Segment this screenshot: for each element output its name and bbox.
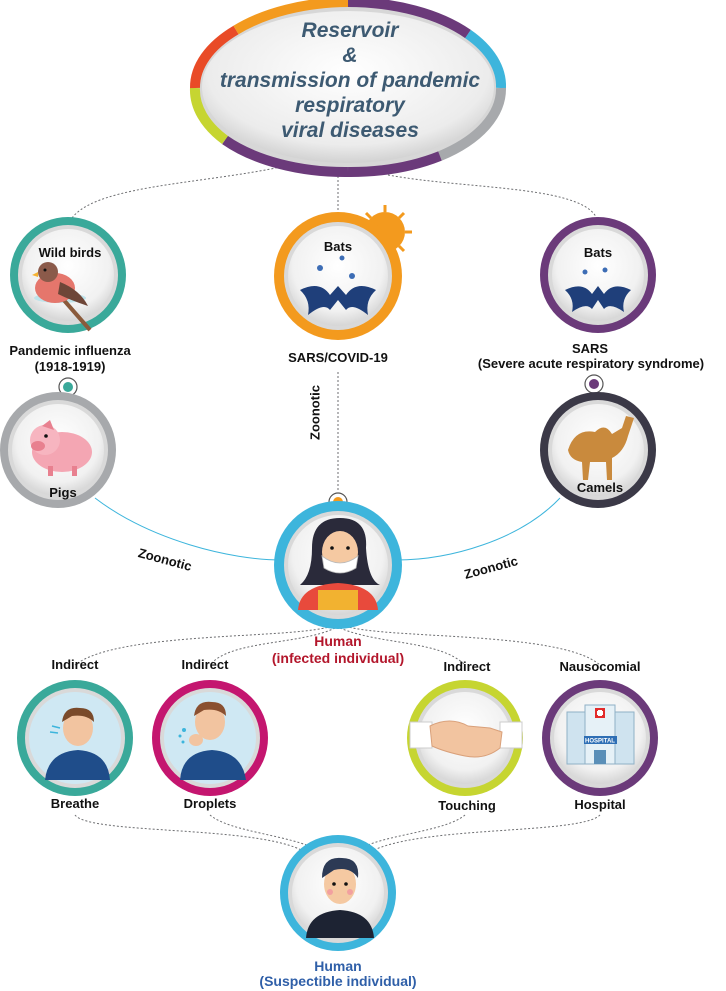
zoonotic-curve-left (94, 497, 283, 561)
label-route-droplets: Indirect (181, 657, 229, 672)
pig-icon (30, 420, 92, 476)
connectors (67, 165, 601, 853)
connector-human-indirect2 (209, 627, 336, 666)
title-line-2: & (342, 44, 358, 67)
coughing-man-icon (178, 701, 246, 780)
zoonotic-curve-right (395, 497, 561, 561)
connector-breathe-suspect (74, 814, 306, 853)
label-bats-right: Bats (583, 245, 613, 260)
bat-icon-right (565, 267, 631, 312)
breathing-man-icon (45, 707, 110, 780)
connector-hospital-suspect (369, 814, 601, 853)
bats-center-node (274, 205, 412, 340)
hospital-icon: HOSPITAL (566, 704, 635, 765)
hospital-node: HOSPITAL (542, 680, 658, 796)
title-ellipse (189, 0, 507, 178)
diagram-title: Reservoir & transmission of pandemic res… (205, 18, 495, 143)
droplets-node (152, 680, 268, 796)
pigs-node (0, 392, 116, 508)
connector-title-wildbirds (67, 165, 286, 227)
label-zoonotic-vertical: Zoonotic (307, 385, 323, 440)
label-camels: Camels (576, 480, 624, 495)
label-sars-covid: SARS/COVID-19 (288, 350, 388, 365)
connector-droplets-suspect (209, 814, 319, 851)
label-mode-hospital: Hospital (574, 797, 626, 812)
touching-node (407, 680, 523, 796)
bats-right-node (540, 217, 656, 333)
label-pigs: Pigs (49, 485, 77, 500)
label-route-breathe: Indirect (51, 657, 99, 672)
connector-dots (58, 374, 604, 512)
label-infected-line2: (infected individual) (271, 650, 405, 666)
label-mode-droplets: Droplets (183, 796, 237, 811)
handshake-icon (409, 720, 523, 758)
label-bats-center: Bats (323, 239, 353, 254)
label-sars-line2: (Severe acute respiratory syndrome) (477, 356, 705, 371)
label-susceptible-line2: (Suspectible individual) (259, 973, 417, 989)
camel-icon (568, 416, 634, 480)
infected-human-node (274, 501, 402, 629)
label-susceptible-line1: Human (314, 958, 362, 974)
label-mode-touching: Touching (438, 798, 496, 813)
title-line-5: viral diseases (281, 119, 419, 142)
camels-node (540, 392, 656, 508)
label-influenza-line2: (1918-1919) (34, 359, 106, 374)
title-line-3: transmission of pandemic (219, 69, 481, 92)
connector-human-nausocomial (341, 624, 601, 666)
title-line-1: Reservoir (301, 19, 399, 42)
masked-woman-icon (298, 518, 380, 610)
title-line-4: respiratory (295, 94, 405, 117)
connector-title-bats-right (387, 174, 599, 223)
man-icon (306, 857, 374, 938)
connector-human-indirect1 (74, 624, 336, 666)
label-influenza-line1: Pandemic influenza (9, 343, 131, 358)
wildbirds-node (10, 217, 126, 333)
label-sars-line1: SARS (571, 341, 609, 356)
label-wild-birds: Wild birds (38, 245, 102, 260)
label-route-touching: Indirect (443, 659, 491, 674)
label-mode-breathe: Breathe (50, 796, 100, 811)
breathe-node (17, 680, 133, 796)
bat-icon (300, 255, 376, 315)
bird-icon (32, 262, 92, 332)
label-infected-line1: Human (314, 633, 362, 649)
connector-touching-suspect (357, 814, 466, 851)
susceptible-human-node (280, 835, 396, 951)
hospital-sign: HOSPITAL (585, 739, 615, 745)
zoonotic-curves (94, 497, 561, 561)
label-route-hospital: Nausocomial (559, 659, 641, 674)
